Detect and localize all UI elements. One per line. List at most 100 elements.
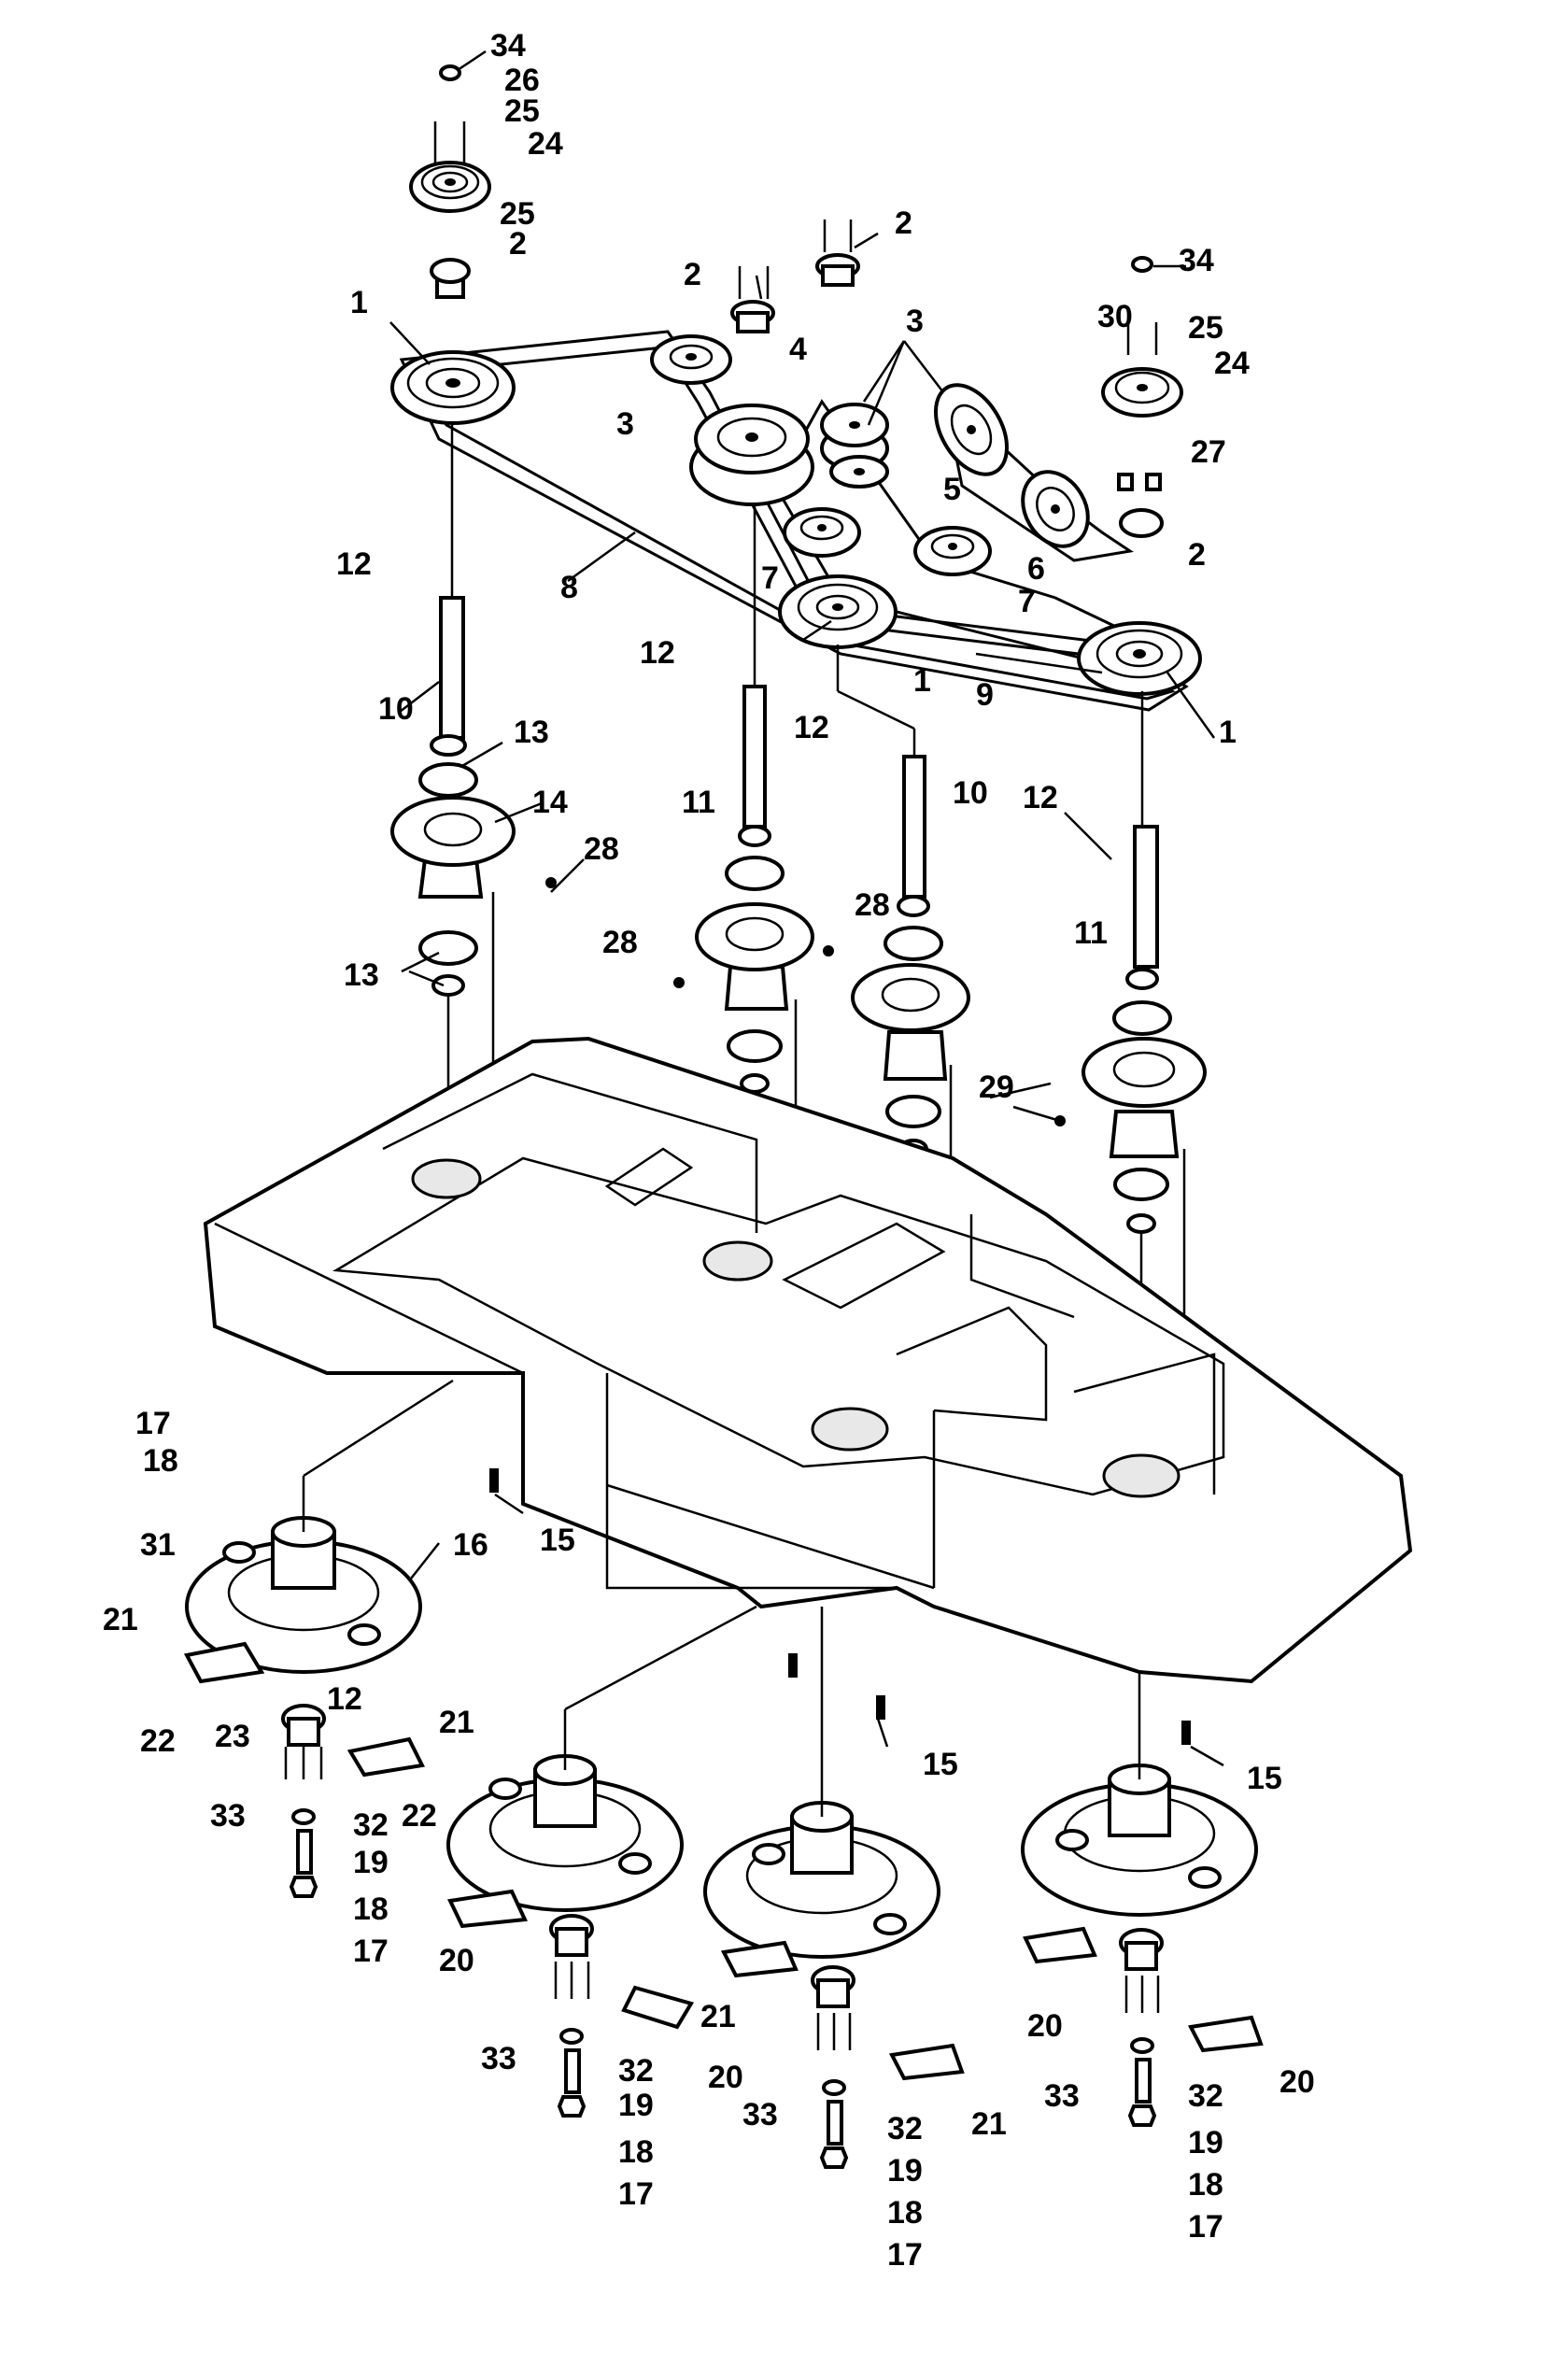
callout-20-right: 20	[1027, 2008, 1063, 2044]
hub-assembly-right	[1119, 1928, 1164, 2127]
callout-26-top-left: 26	[504, 63, 540, 98]
pulley-center-4	[689, 404, 814, 506]
callout-33-center-left: 33	[481, 2041, 516, 2076]
callout-18-center-left: 18	[618, 2134, 654, 2170]
callout-1-right: 1	[1219, 715, 1237, 750]
callout-7-left: 7	[761, 560, 779, 596]
callout-16: 16	[453, 1527, 488, 1563]
callout-8: 8	[560, 570, 578, 605]
callout-32-right: 32	[1188, 2078, 1223, 2114]
callout-7-right: 7	[1018, 584, 1036, 619]
callout-2-top-left: 2	[509, 226, 527, 262]
blade-disc-center-right	[703, 1607, 940, 1959]
callout-18-left: 18	[353, 1891, 389, 1927]
pulley-right	[1077, 621, 1202, 696]
deck-bolts-15	[489, 1468, 1191, 1745]
callout-20-far-right: 20	[1279, 2064, 1315, 2100]
flange-2-center	[815, 220, 860, 287]
callout-17-right: 17	[1188, 2209, 1223, 2245]
callout-31: 31	[140, 1527, 176, 1563]
blade-disc-center-left	[446, 1605, 757, 1912]
callout-13-bottom: 13	[344, 957, 379, 993]
callout-13-top: 13	[514, 715, 549, 750]
callout-10-right: 10	[953, 775, 988, 811]
shaft-10-left	[439, 425, 465, 740]
callout-29: 29	[979, 1070, 1014, 1105]
callout-15-right: 15	[1247, 1761, 1282, 1796]
idler-pulley-3-left	[650, 334, 732, 385]
callout-22-right: 22	[402, 1798, 437, 1834]
idler-pulley-7-right	[913, 526, 992, 576]
top-right-stack	[1101, 256, 1183, 538]
callout-34-top-left: 34	[490, 28, 526, 64]
callout-5: 5	[943, 472, 961, 507]
callout-21-hub-right: 21	[439, 1705, 474, 1740]
callout-17-left: 17	[353, 1934, 389, 1969]
callout-2-right: 2	[1188, 537, 1206, 573]
callout-18-right: 18	[1188, 2167, 1223, 2203]
pulley-center-lower	[778, 574, 898, 649]
pulley-5	[829, 455, 889, 489]
callout-1-center: 1	[913, 663, 931, 699]
callout-19-center-left: 19	[618, 2088, 654, 2123]
callout-15-center: 15	[923, 1747, 958, 1782]
callout-28-right-center: 28	[855, 887, 890, 923]
shaft-10-right	[836, 645, 926, 899]
shaft-11-center	[742, 504, 767, 829]
blade-disc-16-left	[185, 1379, 454, 1674]
shaft-11-right	[1133, 691, 1159, 969]
callout-12-hub: 12	[327, 1681, 362, 1717]
callout-17-center-right: 17	[887, 2237, 923, 2273]
callout-21-left: 21	[103, 1602, 138, 1637]
callout-18-top: 18	[143, 1443, 178, 1479]
callout-21-center: 21	[700, 1999, 736, 2034]
callout-4: 4	[789, 332, 807, 367]
callout-12-left: 12	[336, 546, 372, 582]
callout-15-left: 15	[540, 1523, 575, 1558]
pulley-left	[390, 350, 516, 425]
grease-fittings	[545, 877, 1066, 1126]
callout-3-left: 3	[616, 406, 634, 442]
callout-10-left: 10	[378, 691, 414, 727]
callout-19-center-right: 19	[887, 2153, 923, 2189]
hub-assembly-left	[281, 1704, 326, 1898]
callout-33-center-right: 33	[742, 2097, 778, 2132]
flange-2-center-left	[730, 266, 775, 333]
blade-disc-right	[1021, 1672, 1258, 1917]
callout-19-right: 19	[1188, 2125, 1223, 2160]
callout-25-top-right: 25	[1188, 310, 1223, 346]
callout-32-center-right: 32	[887, 2111, 923, 2146]
hub-assembly-center-left	[549, 1914, 594, 2118]
callout-2-center: 2	[895, 205, 912, 241]
callout-22-left: 22	[140, 1723, 176, 1759]
top-left-stack	[409, 64, 491, 299]
callout-9: 9	[976, 677, 994, 713]
callout-20-center-left: 20	[439, 1943, 474, 1978]
callout-12-center: 12	[640, 635, 675, 671]
spindle-housing-14-left	[390, 734, 516, 1205]
callout-17-top: 17	[135, 1406, 171, 1441]
callout-32-left: 32	[353, 1807, 389, 1843]
callout-1-left: 1	[350, 285, 368, 320]
callout-24-top-left: 24	[528, 126, 563, 162]
callout-33-right: 33	[1044, 2078, 1080, 2114]
blades	[183, 1641, 1264, 2081]
callout-24-top-right: 24	[1214, 346, 1250, 381]
callout-11-right: 11	[1074, 915, 1108, 951]
callout-2-center-left: 2	[684, 257, 701, 292]
mower-deck	[203, 1036, 1413, 1684]
callout-18-center-right: 18	[887, 2195, 923, 2231]
callout-11-center: 11	[682, 785, 715, 820]
callout-19-left: 19	[353, 1845, 389, 1880]
callout-33-left: 33	[210, 1798, 246, 1834]
leader-lines	[389, 50, 1224, 1767]
callout-12-right-center: 12	[794, 710, 829, 745]
spindle-housing-right-center	[851, 895, 970, 1373]
hub-assembly-center-right	[811, 1965, 855, 2169]
callout-25-top-left-a: 25	[504, 93, 540, 129]
callout-17-center-left: 17	[618, 2176, 654, 2212]
callout-3-top: 3	[906, 304, 924, 339]
callout-21-center-right: 21	[971, 2106, 1007, 2142]
callout-6: 6	[1027, 551, 1045, 587]
